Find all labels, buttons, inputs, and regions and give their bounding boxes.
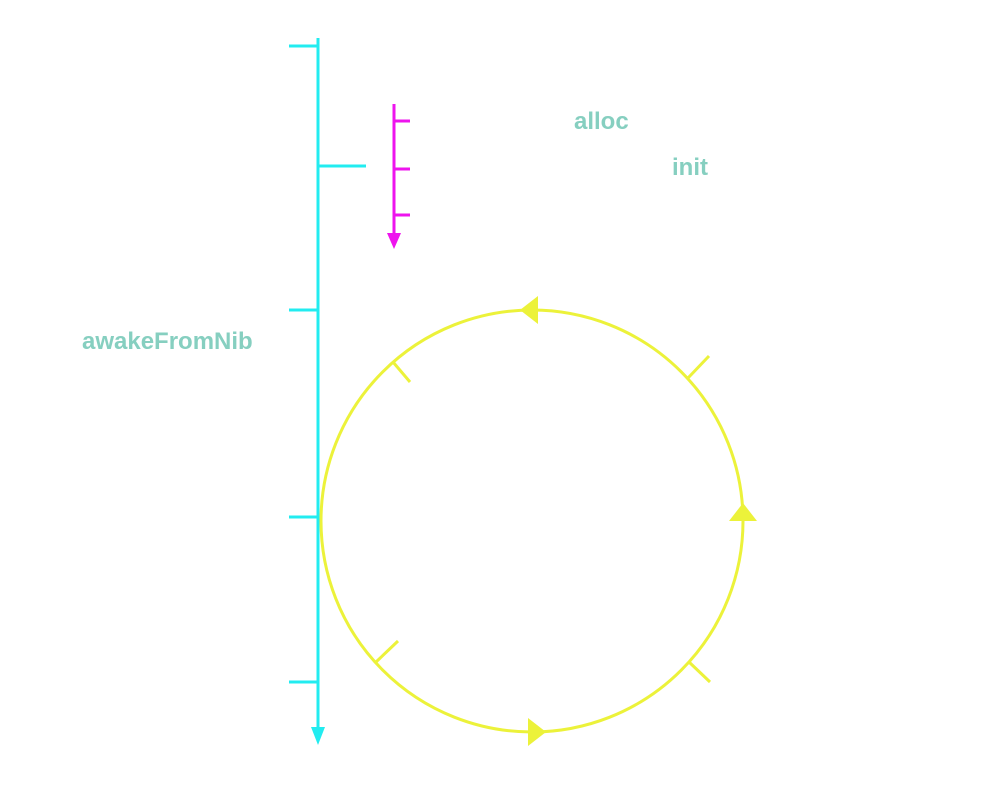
run-loop-arrowhead-bottom — [528, 718, 546, 746]
main-timeline-arrowhead — [311, 727, 325, 745]
awake-from-nib-label: awakeFromNib — [82, 328, 253, 355]
run-loop-tick — [391, 361, 412, 383]
main-timeline — [289, 38, 366, 745]
run-loop-circle — [319, 308, 745, 734]
init-timeline — [387, 104, 410, 249]
run-loop — [319, 296, 757, 746]
run-loop-arrowhead-right — [729, 503, 757, 521]
alloc-label: alloc — [574, 108, 629, 135]
run-loop-tick — [686, 354, 711, 380]
init-timeline-arrowhead — [387, 233, 401, 249]
init-label: init — [672, 154, 708, 181]
run-loop-tick — [687, 660, 712, 684]
run-loop-tick — [374, 639, 400, 664]
run-loop-arrowhead-top — [520, 296, 538, 324]
